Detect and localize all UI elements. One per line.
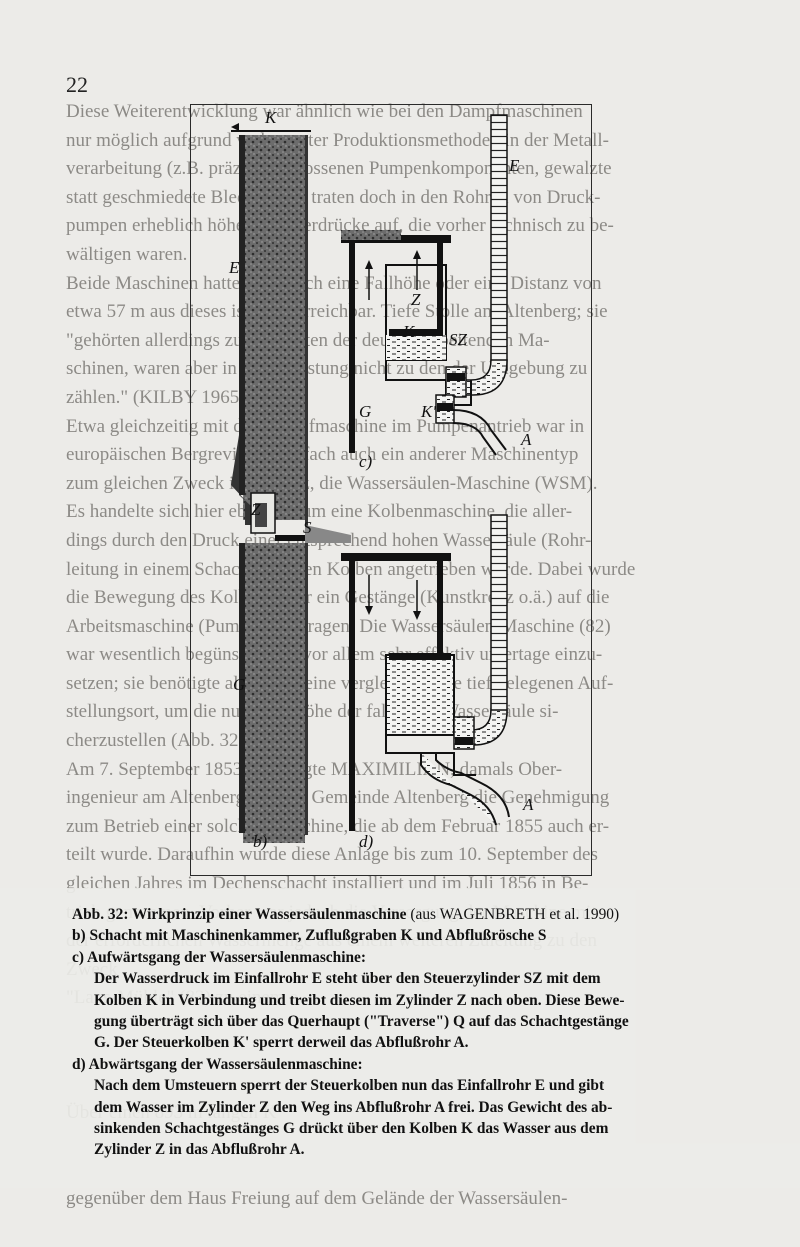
- page-number: 22: [66, 72, 88, 97]
- label-Z-c: Z: [411, 290, 421, 309]
- label-A-c: A: [520, 430, 532, 449]
- label-c: c): [359, 452, 373, 471]
- bleed-line: war wesentlich begünstigt und vor allem …: [66, 644, 603, 666]
- label-S: S: [303, 518, 312, 537]
- label-E-left: E: [228, 258, 240, 277]
- label-SZ-c: SZ: [449, 330, 468, 349]
- label-b: b): [253, 832, 268, 851]
- bleed-line: verarbeitung (z.B. präzisen gegossenen P…: [66, 158, 612, 180]
- label-d: d): [359, 832, 374, 851]
- caption-d-text-1: Nach dem Umsteuern sperrt der Steuerkolb…: [94, 1077, 605, 1095]
- label-A-d: A: [522, 795, 534, 814]
- bleed-line: die Bewegung des Kolbens über ein Gestän…: [66, 587, 610, 609]
- caption-title: Abb. 32: Wirkprinzip einer Wassersäulenm…: [72, 906, 407, 923]
- label-Z-left: Z: [251, 500, 261, 519]
- figure-caption: Abb. 32: Wirkprinzip einer Wassersäulenm…: [72, 904, 732, 1161]
- bleed-line: setzen; sie benötigte allerdings eine ve…: [66, 672, 614, 694]
- label-E-right: E: [508, 156, 520, 175]
- figure-box: K E E Z S G b) Z K SZ K' G c) A A d): [190, 104, 592, 876]
- bleed-line: wältigen waren.: [66, 243, 188, 265]
- caption-d-text-2: dem Wasser im Zylinder Z den Weg ins Abf…: [94, 1098, 613, 1116]
- caption-line-d: d) Abwärtsgang der Wassersäulenmaschine:: [72, 1055, 363, 1073]
- bleed-line: nur möglich aufgrund verbesserter Produk…: [66, 129, 609, 151]
- machine-c: [341, 114, 508, 456]
- caption-c-text-2: Kolben K in Verbindung und treibt diesen…: [94, 991, 625, 1009]
- caption-d-text-4: Zylinder Z in das Abflußrohr A.: [94, 1141, 305, 1159]
- bleed-line: europäischen Bergrevieren vielfach auch …: [66, 444, 579, 466]
- bleed-line: Es handelte sich hier ebenfalls um eine …: [66, 501, 573, 523]
- bleed-line: Arbeitsmaschine (Pumpe) übertragen. Die …: [66, 615, 611, 637]
- label-Kprime-c: K': [420, 402, 436, 421]
- caption-c-text-3: gung überträgt sich über das Querhaupt (…: [94, 1013, 629, 1031]
- bleed-line: pumpen erheblich höhere Wasserdrücke auf…: [66, 215, 614, 237]
- bleed-line: etwa 57 m aus dieses ist dann erreichbar…: [66, 301, 608, 323]
- bleed-line: gegenüber dem Haus Freiung auf dem Gelän…: [66, 1187, 568, 1209]
- caption-d-text-3: sinkenden Schachtgestänges G drückt über…: [94, 1120, 609, 1138]
- machine-d: [341, 514, 510, 831]
- caption-title-line: Abb. 32: Wirkprinzip einer Wassersäulenm…: [72, 904, 732, 925]
- bleed-line: zum gleichen Zweck im Einsatz, die Wasse…: [66, 472, 598, 494]
- label-G-c: G: [359, 402, 371, 421]
- label-K-c: K: [402, 322, 416, 341]
- caption-c-text-1: Der Wasserdruck im Einfallrohr E steht ü…: [94, 970, 601, 988]
- bleed-line: Diese Weiterentwicklung war ähnlich wie …: [66, 101, 583, 122]
- bleed-line: teilt wurde. Daraufhin wurde diese Anlag…: [66, 844, 598, 866]
- bleed-line: zum Betrieb einer solchen Maschine, die …: [66, 815, 610, 837]
- shaft-b: [231, 123, 351, 843]
- caption-c-text-4: G. Der Steuerkolben K' sperrt derweil da…: [94, 1034, 469, 1052]
- bleed-line: statt geschmiedete Bleche etc.); traten …: [66, 186, 601, 208]
- label-K-top: K: [264, 108, 278, 127]
- water-column-machine-diagram: K E E Z S G b) Z K SZ K' G c) A A d): [228, 108, 534, 851]
- bleed-line: Beide Maschinen hatten demnach eine Fall…: [66, 272, 602, 294]
- bleed-line: cherzustellen (Abb. 32).: [66, 730, 250, 752]
- caption-line-c: c) Aufwärtsgang der Wassersäulenmaschine…: [72, 948, 366, 966]
- label-G-lower: G: [233, 675, 245, 694]
- bleed-line: zählen." (KILBY 1965): [66, 386, 246, 408]
- caption-background: [0, 888, 800, 1188]
- caption-source: (aus WAGENBRETH et al. 1990): [406, 906, 620, 923]
- caption-line-b: b) Schacht mit Maschinenkammer, Zuflußgr…: [72, 927, 547, 945]
